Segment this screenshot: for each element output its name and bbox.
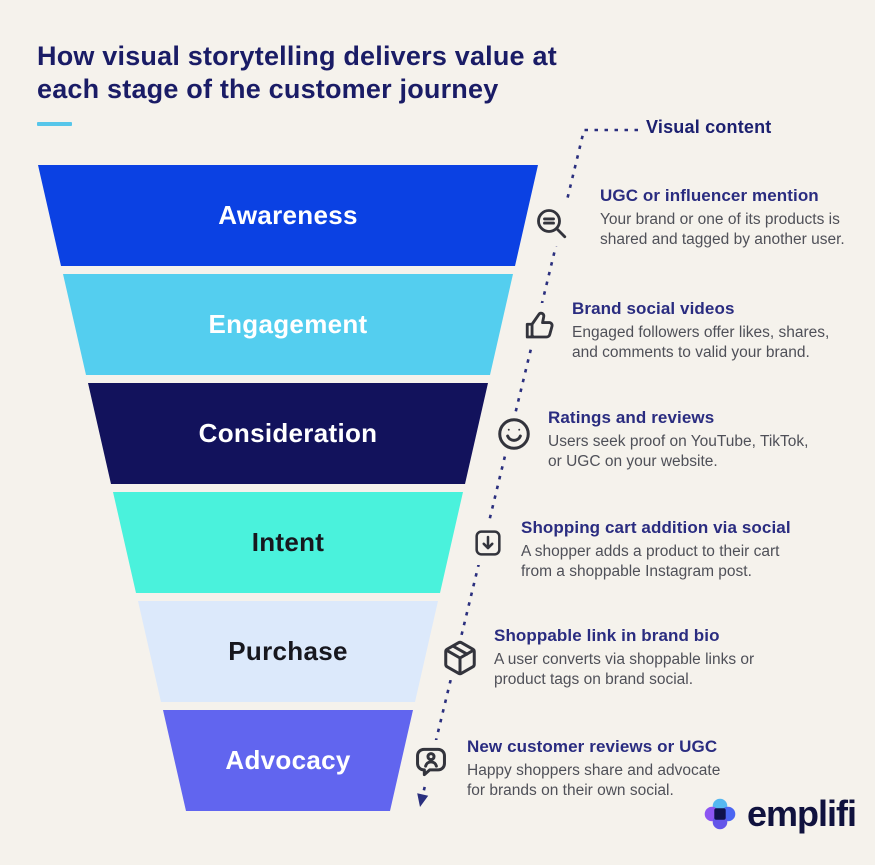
funnel-stage-label: Engagement (208, 309, 368, 339)
title-accent-dash (37, 122, 72, 126)
journey-item-awareness: UGC or influencer mention Your brand or … (600, 186, 875, 249)
item-description: A user converts via shoppable links or p… (494, 651, 755, 688)
funnel-stage-purchase: Purchase (138, 601, 438, 702)
legend-visual-content: Visual content (646, 117, 772, 137)
funnel-stage-awareness: Awareness (38, 165, 538, 266)
person-bubble-icon (409, 740, 453, 784)
journey-item-engagement: Brand social videos Engaged followers of… (572, 299, 872, 362)
emplifi-logo-mark (704, 798, 736, 830)
item-description: A shopper adds a product to their cart f… (521, 543, 780, 580)
funnel-stage-label: Consideration (198, 418, 378, 448)
journey-item-consideration: Ratings and reviews Users seek proof on … (548, 408, 848, 471)
funnel-stage-engagement: Engagement (63, 274, 513, 375)
emplifi-logo: emplifi (703, 793, 857, 835)
thumbs-up-icon (518, 303, 562, 347)
item-title: UGC or influencer mention (600, 186, 819, 205)
funnel-stage-label: Advocacy (225, 745, 351, 775)
page-title: How visual storytelling delivers value a… (37, 41, 557, 104)
item-description: Your brand or one of its products is sha… (600, 211, 845, 248)
item-title: Brand social videos (572, 299, 735, 318)
smiley-face-icon (492, 412, 536, 456)
emplifi-wordmark: emplifi (747, 793, 857, 834)
funnel-stage-intent: Intent (113, 492, 463, 593)
journey-item-intent: Shopping cart addition via social A shop… (521, 518, 821, 581)
search-mention-icon (530, 202, 574, 246)
funnel-stage-consideration: Consideration (88, 383, 488, 484)
item-description: Engaged followers offer likes, shares, a… (572, 324, 830, 361)
package-box-icon (438, 636, 482, 680)
item-title: Shoppable link in brand bio (494, 626, 720, 645)
item-title: Shopping cart addition via social (521, 518, 791, 537)
funnel-stage-label: Purchase (228, 636, 348, 666)
journey-item-purchase: Shoppable link in brand bio A user conve… (494, 626, 794, 689)
funnel-stage-advocacy: Advocacy (163, 710, 413, 811)
arrow-down-box-icon (466, 521, 510, 565)
item-title: New customer reviews or UGC (467, 737, 718, 756)
item-title: Ratings and reviews (548, 408, 715, 427)
item-description: Users seek proof on YouTube, TikTok, or … (548, 433, 809, 470)
funnel-stage-label: Intent (251, 527, 325, 557)
item-description: Happy shoppers share and advocate for br… (467, 762, 721, 799)
customer-journey-funnel: Awareness Engagement Consideration Inten… (38, 165, 538, 811)
funnel-stage-label: Awareness (218, 200, 358, 230)
journey-item-advocacy: New customer reviews or UGC Happy shoppe… (467, 737, 767, 800)
